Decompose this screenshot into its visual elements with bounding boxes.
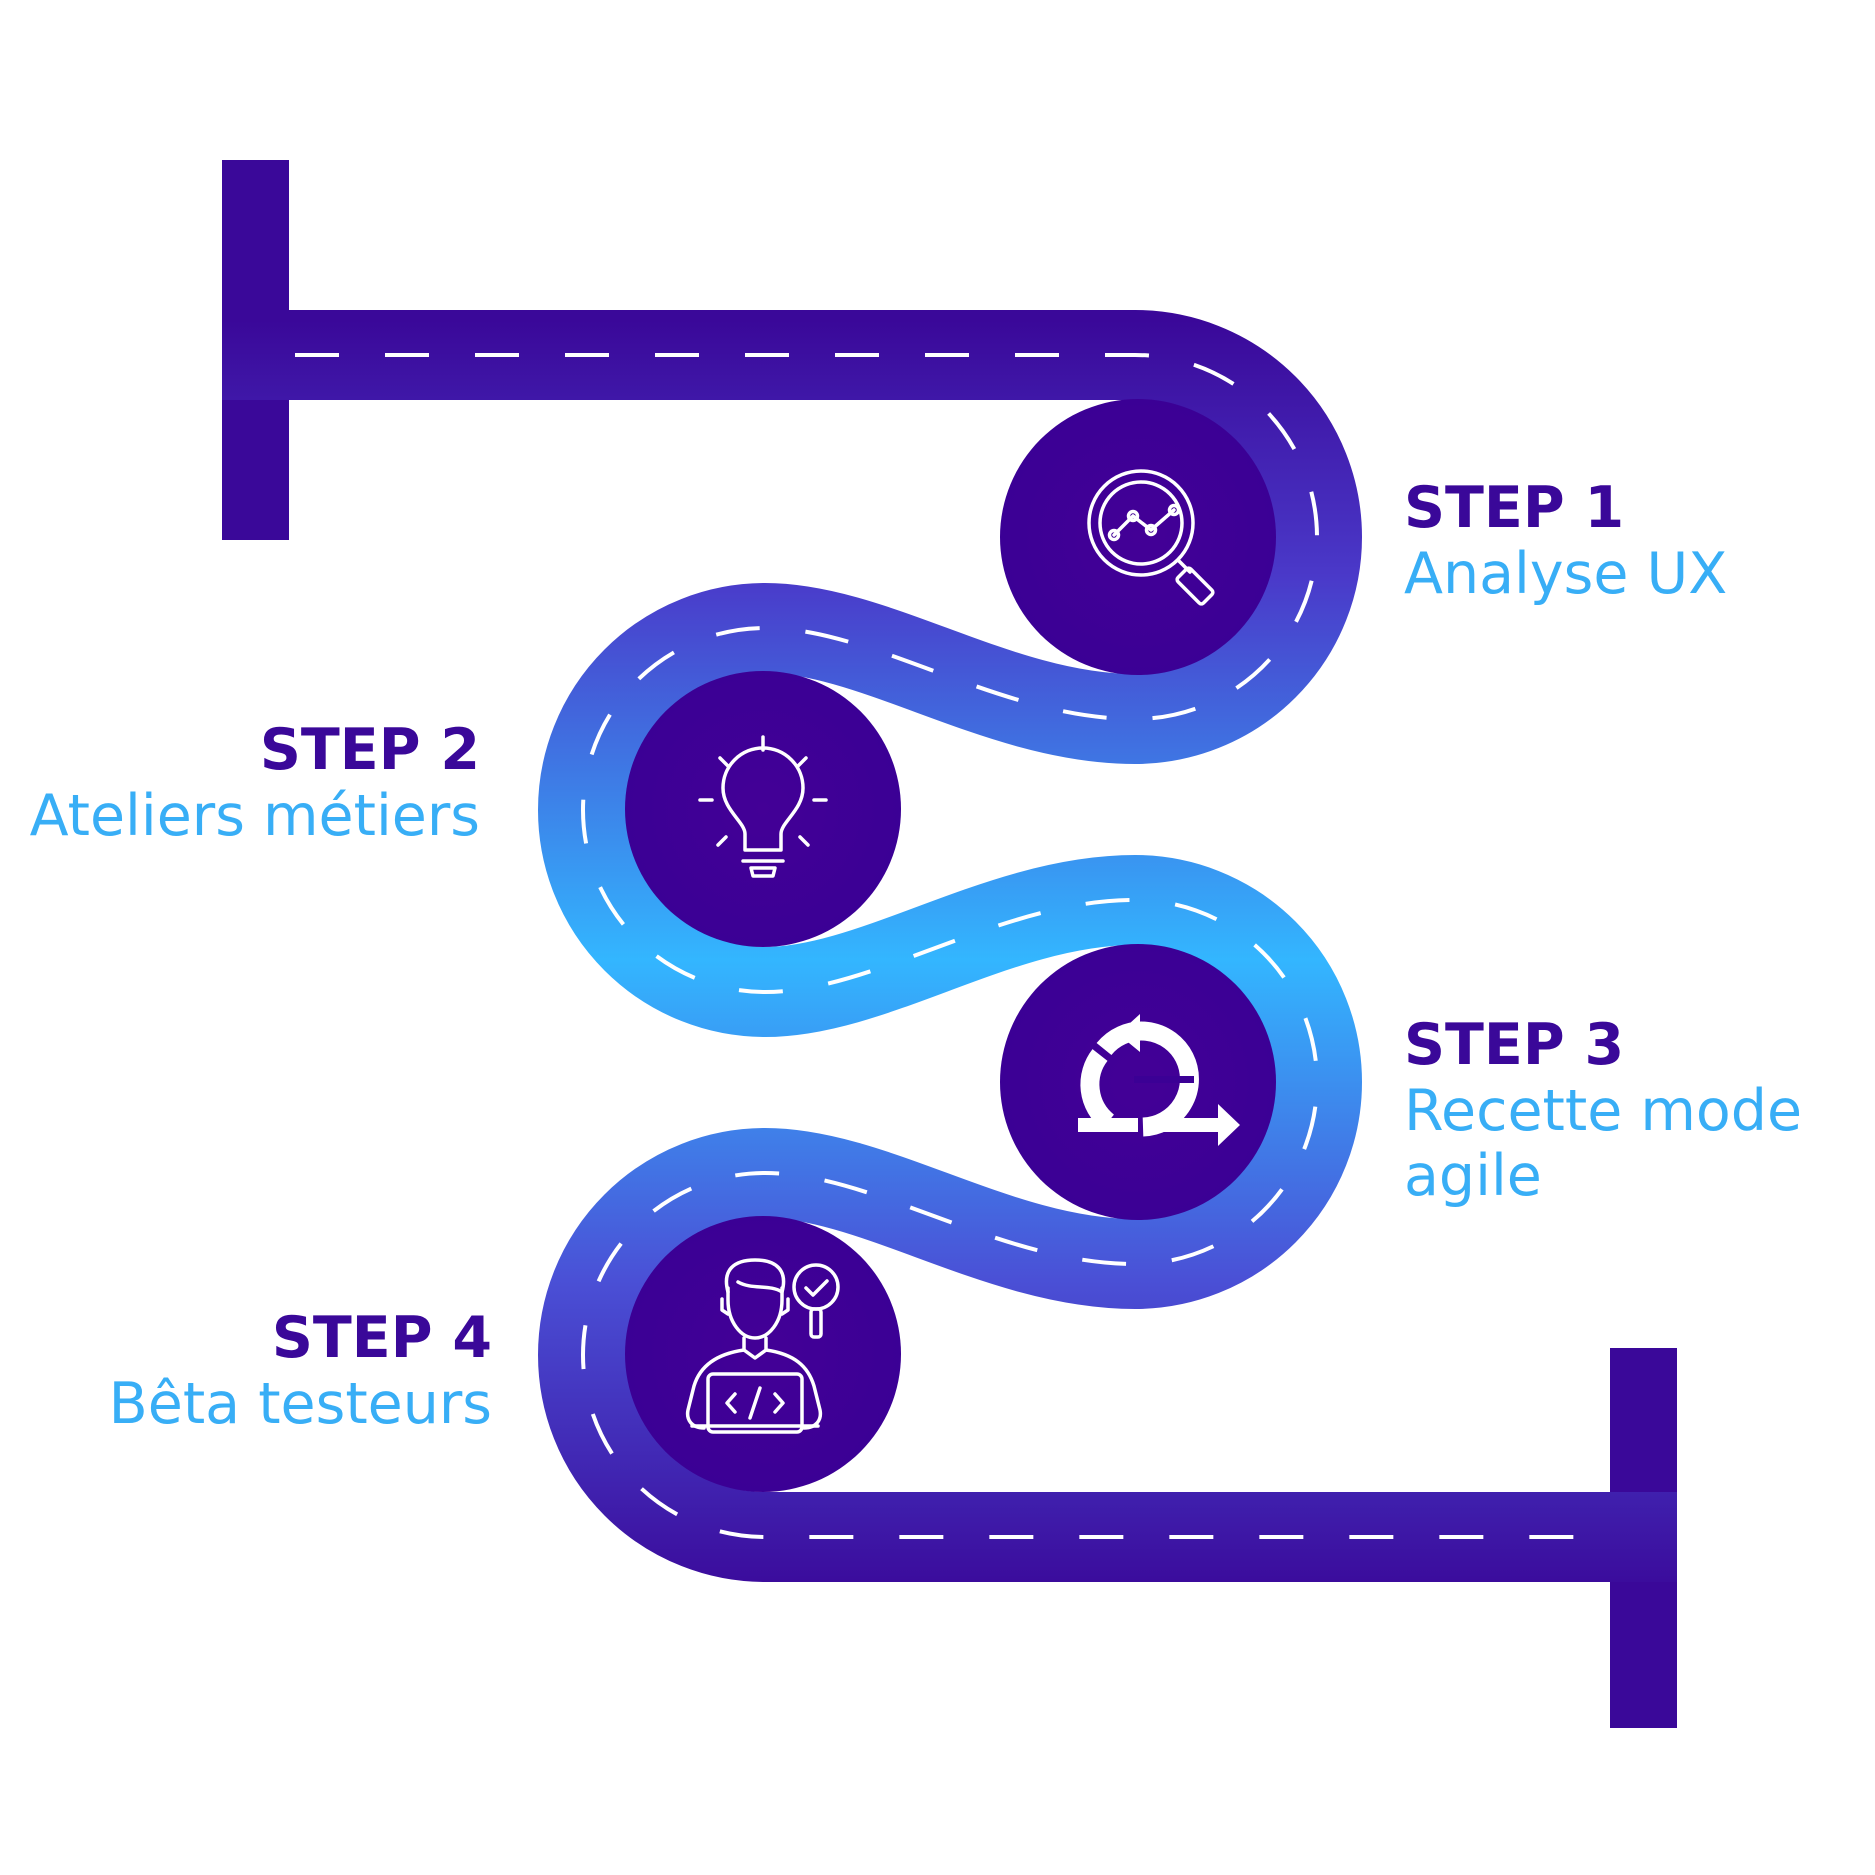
step-4-subtitle: Bêta testeurs — [108, 1370, 492, 1437]
step-4-label: STEP 4 Bêta testeurs — [108, 1305, 492, 1437]
road-center-dashes — [295, 353, 1610, 1539]
step-2-title: STEP 2 — [259, 717, 480, 783]
agile-cycle-icon — [1078, 1014, 1240, 1146]
step-2-circle — [625, 671, 901, 947]
step-1-circle — [1000, 399, 1276, 675]
lightbulb-icon — [698, 735, 828, 878]
step-2-subtitle: Ateliers métiers — [29, 782, 480, 849]
step-3-title: STEP 3 — [1404, 1012, 1625, 1078]
step-2-label: STEP 2 Ateliers métiers — [29, 717, 480, 849]
step-3-label: STEP 3 Recette mode agile — [1404, 1012, 1803, 1210]
developer-tester-icon — [685, 1258, 840, 1434]
step-4-title: STEP 4 — [271, 1305, 492, 1371]
step-1-label: STEP 1 Analyse UX — [1404, 475, 1728, 607]
step-1-title: STEP 1 — [1404, 475, 1625, 541]
analytics-magnifier-icon — [1087, 469, 1215, 606]
step-3-subtitle: Recette mode — [1404, 1077, 1803, 1144]
step-3-subtitle-line-2: agile — [1404, 1143, 1542, 1210]
step-1-subtitle: Analyse UX — [1404, 540, 1728, 607]
